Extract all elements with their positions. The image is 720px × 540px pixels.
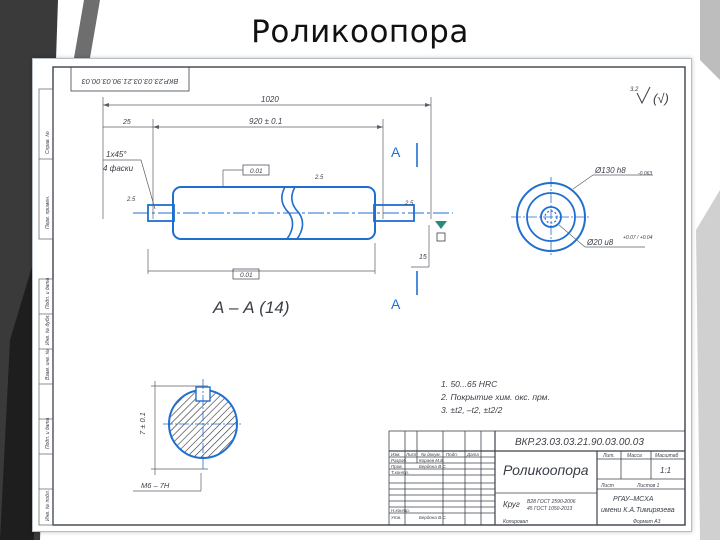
rough-small-3: 2.5 [404, 201, 414, 207]
thread: M6 – 7H [141, 481, 170, 490]
title-block-scale: 1:1 [660, 466, 671, 475]
title-block-col-lit: Лит. [602, 453, 615, 459]
side-label-3: Инв. № дубл. [45, 314, 51, 345]
datum-box [436, 232, 446, 242]
note-2: 2. Покрытие хим. окс. прм. [440, 392, 550, 402]
dim-flat: 7 ± 0.1 [138, 412, 147, 435]
rough-small-1: 2.5 [126, 197, 136, 203]
title-block-number: ВКР.23.03.03.21.90.03.00.03 [515, 437, 644, 448]
dia-inner-tol: +0.07 / +0.04 [623, 235, 653, 241]
side-label-1: Справ. № [45, 131, 51, 154]
tb-row-podp: Подп. [446, 452, 458, 457]
section-label: А – А (14) [212, 298, 290, 317]
rough-small-2: 2.5 [314, 175, 324, 181]
title-block [388, 430, 686, 526]
title-block-col-scale: Масштаб [655, 453, 679, 459]
runout-bottom: 0.01 [240, 272, 253, 279]
side-label-6: Инв. № подл. [45, 490, 51, 521]
decor-bar-3 [0, 260, 34, 540]
title-block-org-1: РГАУ–МСХА [613, 496, 654, 503]
technical-drawing: ВКР.23.03.03.21.90.03.00.03 3.2 (√) 1020… [38, 66, 686, 526]
section-letter-top: А [391, 144, 401, 160]
drawing-sheet: ВКР.23.03.03.21.90.03.00.03 3.2 (√) 1020… [32, 58, 692, 532]
dim-15: 15 [419, 254, 427, 261]
tb-razrab-name: Кораев М.В. [419, 458, 445, 463]
tb-row-razrab: Разраб. [391, 458, 407, 463]
dim-total: 1020 [261, 95, 279, 104]
title-block-sheet: Лист [600, 483, 614, 489]
side-view [511, 177, 591, 257]
chamfer-label: 1x45° [106, 150, 127, 159]
inner-frame [52, 66, 686, 526]
roughness-value: 3.2 [630, 87, 639, 93]
title-block-std1: В28 ГОСТ 2590-2006 [527, 499, 576, 505]
note-3: 3. ±t2, –t2, ±t2/2 [441, 405, 503, 415]
top-doc-number: ВКР.23.03.03.21.90.03.00.03 [81, 77, 178, 86]
side-label-2: Подп. и дата [45, 277, 51, 309]
title-block-name: Роликоопора [503, 462, 589, 478]
title-block-sheets: Листов 1 [636, 483, 660, 489]
title-block-material: Круг [503, 500, 520, 509]
section-a-a-view [163, 379, 243, 471]
decor-bar-5 [696, 190, 720, 540]
tb-row-data: Дата [466, 452, 479, 457]
tb-row-ndoc: № докум. [421, 452, 441, 457]
tb-row-izm: Изм. [391, 452, 401, 457]
tb-prov-name: Бердона В.С. [419, 464, 447, 469]
title-block-std2: 45 ГОСТ 1050-2013 [527, 506, 572, 512]
title-block-copied: Копировал [503, 519, 528, 525]
tb-row-utv: Утв. [391, 515, 401, 520]
tb-row-list: Лист [405, 452, 418, 457]
dim-center: 920 ± 0.1 [249, 117, 282, 126]
tb-row-prov: Пров. [391, 464, 403, 469]
dim-offset: 25 [122, 119, 131, 126]
dia-inner: Ø20 u8 [586, 238, 614, 247]
dia-outer-tol: -0.063 [638, 171, 652, 177]
side-label-4: Взам. инв. № [45, 348, 51, 380]
runout-top: 0.01 [250, 168, 263, 175]
runout-bottom-box [232, 268, 260, 280]
roughness-check-icon [636, 86, 651, 105]
chamfer-note: 4 фаски [103, 164, 134, 173]
section-letter-bottom: А [391, 296, 401, 312]
slide-title: Роликоопора [251, 14, 469, 50]
tb-row-nkontr: Н.контр. [391, 508, 410, 513]
title-block-format: Формат А3 [633, 519, 661, 525]
title-block-col-mass: Масса [627, 453, 642, 459]
side-label-5: Подп. и дата [45, 417, 51, 449]
left-stamp-strip [38, 88, 54, 526]
tb-utv-name: Бердона В.С. [419, 515, 447, 520]
decor-bar-4 [700, 0, 720, 80]
title-block-org-2: имени К.А.Тимирязева [601, 507, 675, 514]
side-label-0: Перв. примен. [45, 196, 51, 229]
dia-outer: Ø130 h8 [594, 166, 626, 175]
top-doc-box [70, 66, 190, 92]
tb-row-tkontr: Т.контр. [391, 470, 409, 475]
datum-triangle-icon [435, 221, 447, 229]
note-1: 1. 50...65 HRC [441, 379, 498, 389]
roughness-mark: (√) [653, 91, 669, 106]
roller-body [133, 186, 453, 240]
